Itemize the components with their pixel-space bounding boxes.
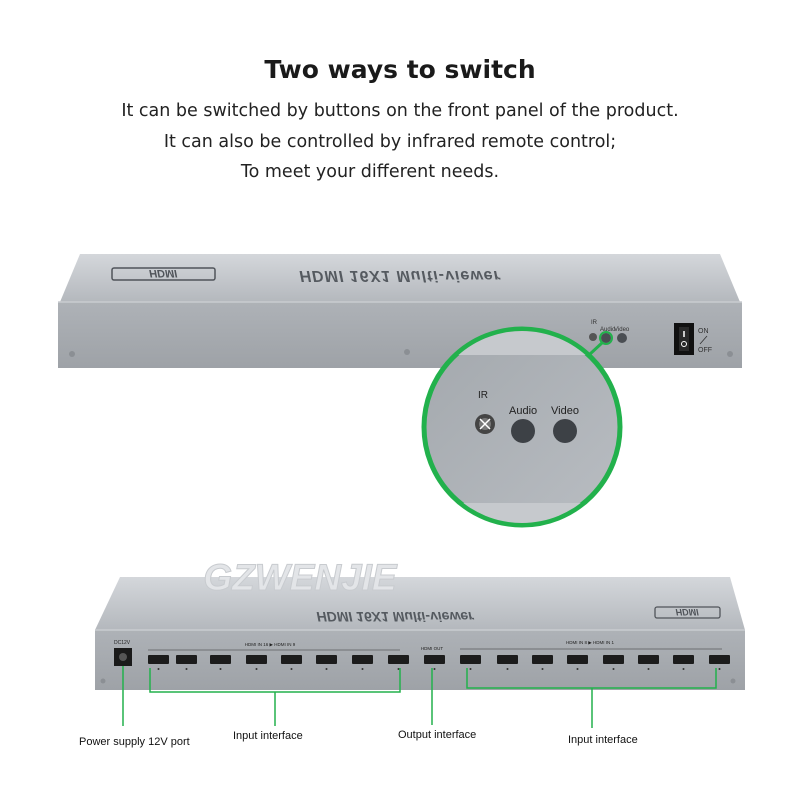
audio-button (511, 419, 535, 443)
description-line-1: It can be switched by buttons on the fro… (121, 101, 679, 121)
small-video-label: Video (614, 327, 630, 333)
callout-power: Power supply 12V port (79, 736, 190, 748)
page-title: Two ways to switch (264, 55, 536, 84)
hdmi-input-port (246, 655, 267, 664)
screw-icon (727, 351, 733, 357)
callout-output: Output interface (398, 729, 477, 741)
hdmi-input-port (148, 655, 169, 664)
group-left-label: HDMI IN 16 ▶ HDMI IN 9 (245, 642, 296, 647)
hdmi-input-port (532, 655, 553, 664)
rear-device-face (95, 630, 745, 690)
hdmi-input-port (316, 655, 337, 664)
video-button (553, 419, 577, 443)
small-audio-button (601, 333, 611, 343)
port-indicator-dot (506, 668, 509, 670)
switch-off-label: OFF (698, 347, 712, 354)
hdmi-input-port (210, 655, 231, 664)
front-device-top (60, 254, 740, 302)
hdmi-input-port (281, 655, 302, 664)
hdmi-input-port (176, 655, 197, 664)
port-indicator-dot (157, 668, 160, 670)
hdmi-output-port (424, 655, 445, 664)
group-right-label: HDMI IN 8 ▶ HDMI IN 1 (566, 640, 614, 645)
zoom-ir-label: IR (478, 390, 488, 401)
small-ir-label: IR (591, 320, 598, 326)
switch-on-label: ON (698, 328, 709, 335)
screw-icon (69, 351, 75, 357)
hdmi-input-port (352, 655, 373, 664)
watermark-text: GZWENJIE (203, 557, 398, 598)
small-ir-sensor-icon (589, 333, 597, 341)
dc-label: DC12V (114, 640, 131, 646)
hdmi-input-port (603, 655, 624, 664)
rear-device-top (95, 577, 745, 630)
small-video-button (617, 333, 627, 343)
port-indicator-dot (433, 668, 436, 670)
front-device-face (58, 302, 742, 368)
hdmi-input-port (497, 655, 518, 664)
hdmi-out-label: HDMI OUT (421, 646, 443, 651)
port-indicator-dot (469, 668, 472, 670)
port-indicator-dot (397, 668, 400, 670)
hdmi-input-port (673, 655, 694, 664)
callout-input-left: Input interface (233, 730, 303, 742)
description-line-3: To meet your different needs. (240, 162, 500, 182)
description-line-2: It can also be controlled by infrared re… (163, 132, 617, 152)
port-indicator-dot (290, 668, 293, 670)
port-indicator-dot (541, 668, 544, 670)
zoom-video-label: Video (551, 405, 579, 417)
rear-hdmi-logo: HDMI (676, 607, 699, 617)
port-indicator-dot (576, 668, 579, 670)
port-indicator-dot (612, 668, 615, 670)
port-indicator-dot (219, 668, 222, 670)
front-hdmi-logo: HDMI (149, 267, 178, 279)
front-model-label: HDMI 16X1 Multi-viewer (299, 267, 501, 284)
zoom-audio-label: Audio (509, 405, 537, 417)
port-indicator-dot (361, 668, 364, 670)
callout-input-right: Input interface (568, 734, 638, 746)
hdmi-input-port (638, 655, 659, 664)
callout-lines (122, 666, 717, 728)
rear-model-label: HDMI 16X1 Multi-viewer (316, 609, 475, 625)
hdmi-input-port (567, 655, 588, 664)
port-indicator-dot (255, 668, 258, 670)
small-audio-label: Audio (600, 327, 616, 333)
hdmi-input-port (388, 655, 409, 664)
port-indicator-dot (647, 668, 650, 670)
screw-icon (404, 349, 410, 355)
port-indicator-dot (185, 668, 188, 670)
port-indicator-dot (682, 668, 685, 670)
port-indicator-dot (325, 668, 328, 670)
hdmi-input-port (709, 655, 730, 664)
hdmi-input-port (460, 655, 481, 664)
port-indicator-dot (718, 668, 721, 670)
